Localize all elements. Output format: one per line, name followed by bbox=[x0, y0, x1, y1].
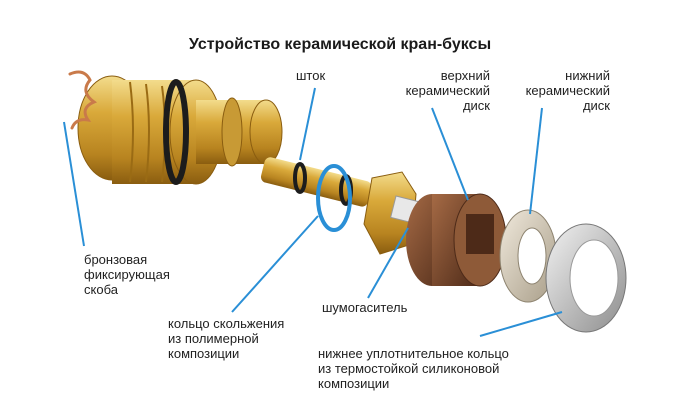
leader-upper-disc bbox=[431, 107, 469, 201]
leader-sliding-ring bbox=[231, 215, 319, 313]
leader-clip bbox=[63, 121, 85, 247]
leader-damper bbox=[367, 227, 409, 299]
label-upper-disc: верхний керамический диск bbox=[405, 68, 490, 113]
leader-stem bbox=[299, 87, 316, 161]
leader-lower-disc bbox=[529, 107, 543, 215]
diagram-title: Устройство керамической кран-буксы bbox=[188, 36, 492, 53]
leader-lines bbox=[63, 87, 563, 337]
label-lower-disc: нижний керамический диск bbox=[525, 68, 610, 113]
label-sliding-ring: кольцо скольжения из полимерной композиц… bbox=[168, 316, 285, 361]
bronze-clip bbox=[68, 70, 98, 130]
label-stem: шток bbox=[296, 68, 326, 83]
seal-ring bbox=[545, 223, 627, 333]
upper-ceramic-disc bbox=[406, 193, 507, 287]
label-seal-ring: нижнее уплотнительное кольцо из термосто… bbox=[318, 346, 509, 391]
sliding-ring bbox=[316, 164, 352, 232]
leader-seal bbox=[479, 311, 563, 337]
label-damper: шумогаситель bbox=[322, 300, 408, 315]
brass-body bbox=[77, 75, 283, 185]
label-bronze-clip: бронзовая фиксирующая скоба bbox=[84, 252, 170, 297]
stem bbox=[260, 157, 432, 255]
